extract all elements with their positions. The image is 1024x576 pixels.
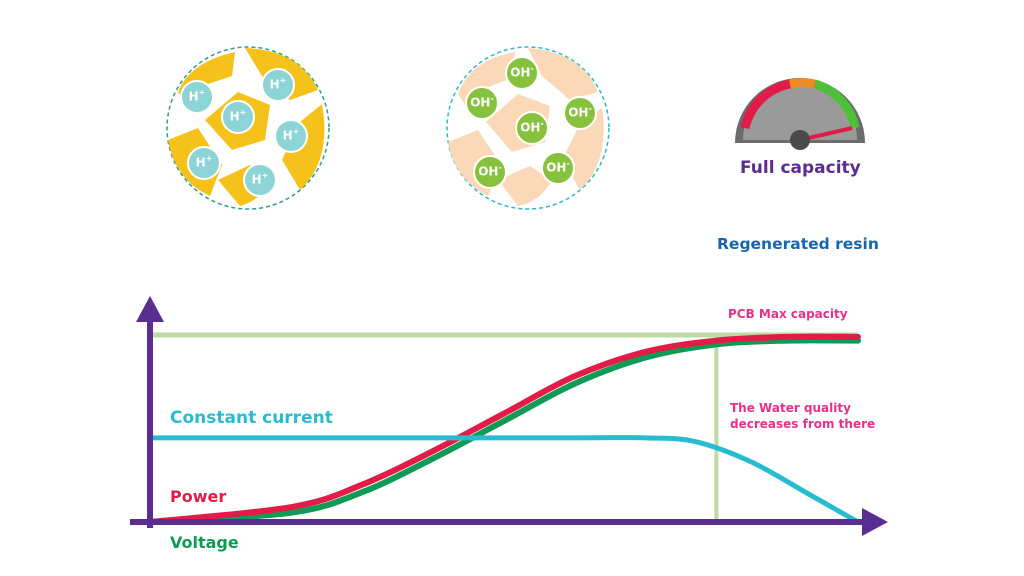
- ion-label: OH-: [546, 159, 570, 175]
- ion-circle: [505, 56, 539, 90]
- ion-circle: [465, 86, 499, 120]
- speedometer-icon: [735, 78, 865, 150]
- ion-circle: [221, 100, 255, 134]
- water-quality-label-line1: The Water quality: [730, 401, 851, 415]
- ion-circle: [274, 119, 308, 153]
- cation-resin-bead: H+H+H+H+H+H+: [166, 46, 330, 210]
- gauge-label: Full capacity: [740, 158, 861, 178]
- constant-current-label: Constant current: [170, 408, 333, 428]
- regenerated-resin-label: Regenerated resin: [717, 235, 879, 253]
- series-constant-current: [147, 435, 861, 525]
- ion-label: OH-: [470, 94, 494, 110]
- ion-circle: [563, 96, 597, 130]
- ion-circle: [515, 111, 549, 145]
- ion-circle: [541, 151, 575, 185]
- power-label: Power: [170, 487, 227, 506]
- water-quality-label-line2: decreases from there: [730, 417, 876, 431]
- ion-label: OH-: [478, 163, 502, 179]
- y-axis-arrow: [136, 296, 164, 322]
- ion-circle: [187, 146, 221, 180]
- x-axis-arrow: [862, 508, 888, 536]
- voltage-label: Voltage: [170, 533, 239, 552]
- ion-label: OH-: [520, 119, 544, 135]
- series-power: [147, 333, 861, 525]
- ion-circle: [180, 80, 214, 114]
- ion-circle: [473, 155, 507, 189]
- ion-label: OH-: [568, 104, 592, 120]
- pcb-max-label: PCB Max capacity: [728, 307, 848, 321]
- resin-fragment: [498, 166, 552, 206]
- ion-circle: [243, 163, 277, 197]
- ion-circle: [261, 68, 295, 102]
- resin-fragment: [528, 48, 598, 100]
- anion-resin-bead: OH- OH- OH- OH- OH- OH-: [446, 46, 610, 210]
- ion-label: OH-: [510, 64, 534, 80]
- series-voltage: [147, 337, 861, 525]
